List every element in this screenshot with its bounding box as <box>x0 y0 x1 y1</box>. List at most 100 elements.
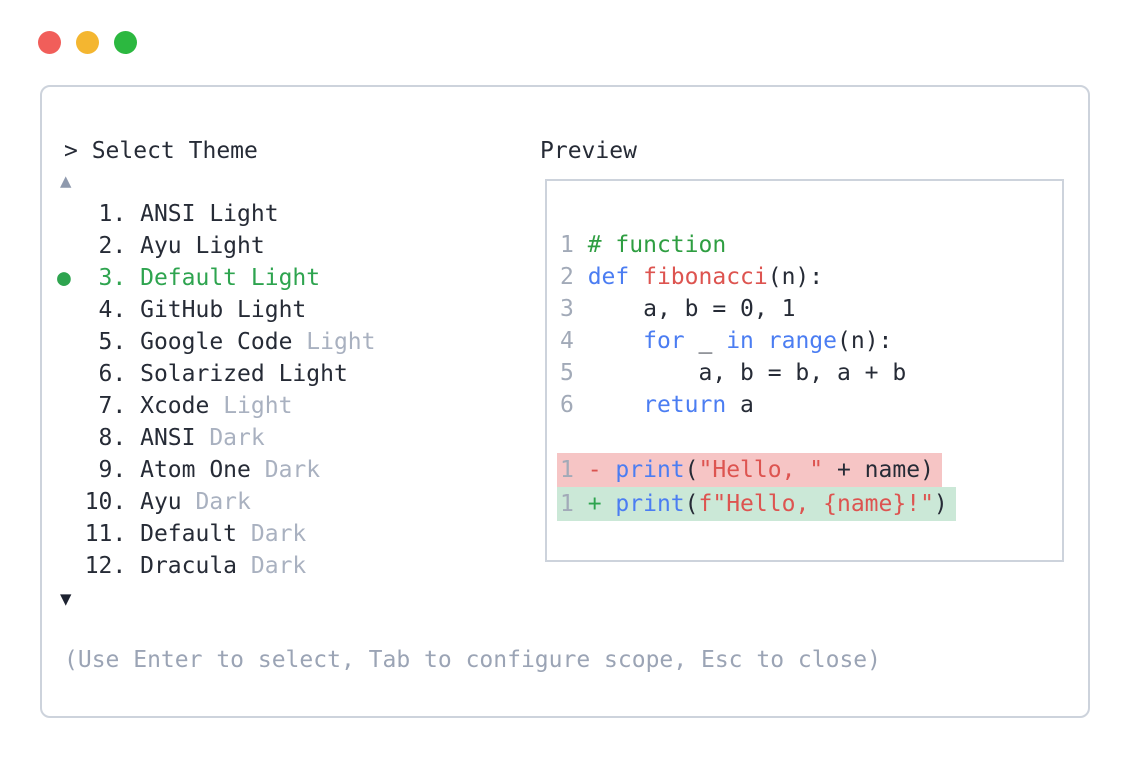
window-controls <box>38 31 137 54</box>
theme-variant-label: Dark <box>250 457 321 483</box>
theme-selector-panel: > Select Theme Preview ▲ 1. ANSI Light 2… <box>40 85 1090 718</box>
code-token-keyword: return <box>643 392 727 418</box>
code-token-keyword: for <box>643 328 685 354</box>
code-token-plain: + name) <box>823 457 934 483</box>
code-token-plain <box>754 328 768 354</box>
theme-number: 5. <box>84 329 141 355</box>
theme-list-item[interactable]: 10. Ayu Dark <box>57 486 376 518</box>
theme-list-item[interactable]: 4. GitHub Light <box>57 294 376 326</box>
code-line: 3 a, b = 0, 1 <box>560 293 1062 325</box>
marker-spacer <box>57 361 85 387</box>
selected-dot-icon: ● <box>57 265 85 291</box>
theme-list-item[interactable]: 2. Ayu Light <box>57 230 376 262</box>
code-token-plain: ) <box>933 491 948 517</box>
diff-highlight-removed: 1 - print("Hello, " + name) <box>557 453 942 487</box>
scroll-down-icon[interactable]: ▼ <box>60 588 72 610</box>
marker-spacer <box>57 553 85 579</box>
code-line: 1 # function <box>560 229 1062 261</box>
code-token-keyword: print <box>615 491 685 517</box>
theme-list-item[interactable]: 7. Xcode Light <box>57 390 376 422</box>
theme-name: Google Code <box>140 329 293 355</box>
theme-number: 10. <box>84 489 141 515</box>
code-token-string: "Hello, " <box>698 457 824 483</box>
theme-list-item[interactable]: 6. Solarized Light <box>57 358 376 390</box>
theme-number: 11. <box>84 521 141 547</box>
minimize-button[interactable] <box>76 31 99 54</box>
theme-name: Default Light <box>140 265 321 291</box>
code-token-plain <box>588 392 643 418</box>
marker-spacer <box>57 201 85 227</box>
diff-highlight-added: 1 + print(f"Hello, {name}!") <box>557 487 956 521</box>
code-token-keyword: def <box>587 264 630 290</box>
line-number: 6 <box>560 392 588 418</box>
code-token-string: f"Hello, {name}!" <box>698 491 934 517</box>
code-token-comment: # function <box>587 232 727 258</box>
code-line: 6 return a <box>560 389 1062 421</box>
preview-label: Preview <box>540 138 637 164</box>
theme-name: Default <box>140 521 238 547</box>
theme-variant-label: Light <box>209 393 293 419</box>
theme-list-item[interactable]: 12. Dracula Dark <box>57 550 376 582</box>
code-token-keyword: in <box>726 328 754 354</box>
marker-spacer <box>57 521 85 547</box>
code-token-plain: ( <box>684 457 699 483</box>
theme-name: ANSI <box>140 425 196 451</box>
theme-number: 2. <box>84 233 141 259</box>
marker-spacer <box>57 489 85 515</box>
marker-spacer <box>57 425 85 451</box>
theme-name: GitHub Light <box>140 297 307 323</box>
theme-name: Solarized Light <box>140 361 348 387</box>
theme-number: 1. <box>84 201 141 227</box>
theme-number: 6. <box>84 361 141 387</box>
code-token-plain <box>588 328 643 354</box>
keyboard-hint-text: (Use Enter to select, Tab to configure s… <box>64 647 881 673</box>
scroll-up-icon[interactable]: ▲ <box>60 170 72 192</box>
code-token-plain: (n): <box>837 328 893 354</box>
theme-name: Ayu Light <box>140 233 265 259</box>
marker-spacer <box>57 393 85 419</box>
marker-spacer <box>57 233 85 259</box>
zoom-button[interactable] <box>114 31 137 54</box>
theme-variant-label: Dark <box>195 425 265 451</box>
diff-added-line: 1 + print(f"Hello, {name}!") <box>557 487 1062 521</box>
marker-spacer <box>57 297 85 323</box>
theme-name: ANSI Light <box>140 201 279 227</box>
theme-name: Xcode <box>140 393 210 419</box>
close-button[interactable] <box>38 31 61 54</box>
theme-variant-label: Dark <box>181 489 251 515</box>
line-number: 1 <box>560 491 588 517</box>
line-number: 1 <box>560 232 588 258</box>
theme-number: 9. <box>84 457 141 483</box>
code-line: 4 for _ in range(n): <box>560 325 1062 357</box>
theme-list-item[interactable]: 1. ANSI Light <box>57 198 376 230</box>
theme-number: 7. <box>84 393 141 419</box>
blank-line <box>560 421 1062 453</box>
code-token-plain: a, b = b, a + b <box>587 360 907 386</box>
code-token-func: fibonacci <box>643 264 768 290</box>
theme-number: 8. <box>84 425 141 451</box>
line-number: 3 <box>560 296 588 322</box>
code-token-plain: a, b = 0, 1 <box>587 296 796 322</box>
theme-list-item[interactable]: 9. Atom One Dark <box>57 454 376 486</box>
theme-variant-label: Dark <box>237 553 307 579</box>
theme-number: 12. <box>84 553 141 579</box>
line-number: 1 <box>560 457 588 483</box>
code-line: 2 def fibonacci(n): <box>560 261 1062 293</box>
theme-variant-label: Light <box>292 329 376 355</box>
code-token-plain <box>629 264 643 290</box>
code-line: 5 a, b = b, a + b <box>560 357 1062 389</box>
code-token-keyword: print <box>615 457 685 483</box>
theme-list-item[interactable]: 11. Default Dark <box>57 518 376 550</box>
theme-list-item[interactable]: 5. Google Code Light <box>57 326 376 358</box>
page-title: > Select Theme <box>64 138 258 164</box>
diff-removed-line: 1 - print("Hello, " + name) <box>557 453 1062 487</box>
theme-name: Ayu <box>140 489 182 515</box>
marker-spacer <box>57 329 85 355</box>
theme-list-item[interactable]: ● 3. Default Light <box>57 262 376 294</box>
code-token-plain: a <box>726 392 754 418</box>
theme-list-item[interactable]: 8. ANSI Dark <box>57 422 376 454</box>
theme-number: 4. <box>84 297 141 323</box>
marker-spacer <box>57 457 85 483</box>
